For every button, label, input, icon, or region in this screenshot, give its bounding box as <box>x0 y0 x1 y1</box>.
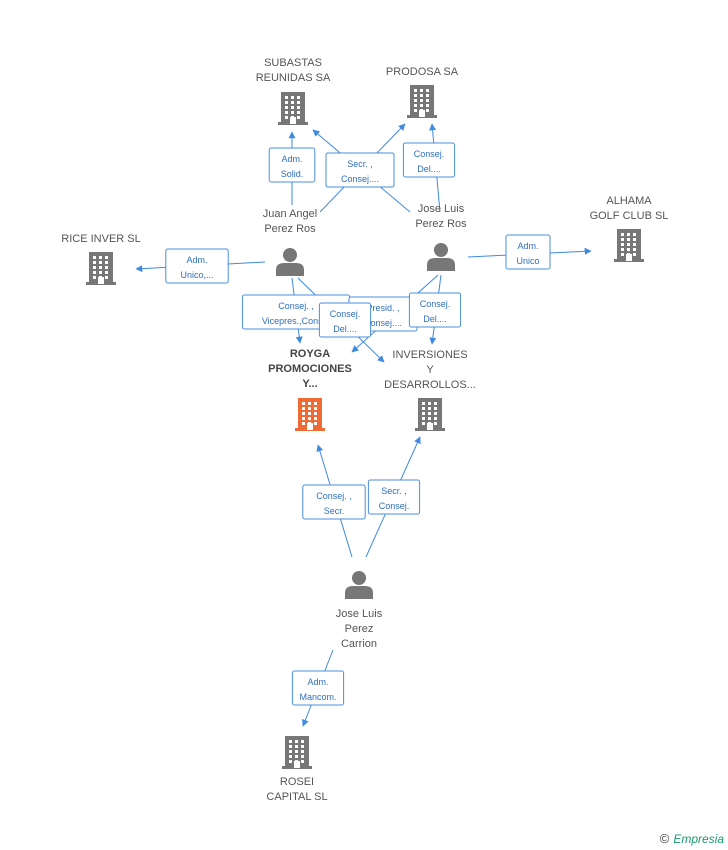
node-label-line: Jose Luis <box>418 203 465 215</box>
footer-brand[interactable]: © Empresia <box>660 831 724 846</box>
node-label-line: GOLF CLUB SL <box>590 210 669 222</box>
node-rice[interactable]: RICE INVER SL <box>61 233 141 285</box>
edge-label-joseros-to-prodosa[interactable]: Consej. Del.... <box>402 142 456 178</box>
edge-label-text: Consej.... <box>341 174 379 184</box>
edge-label-text: Consej. , <box>316 491 352 501</box>
building-icon <box>614 229 644 262</box>
edge-label-text: Consej. <box>379 501 410 511</box>
node-alhama[interactable]: ALHAMA GOLF CLUB SL <box>590 195 669 262</box>
node-royga[interactable]: ROYGA PROMOCIONES Y... <box>268 348 352 431</box>
node-label-line: SUBASTAS <box>264 57 322 69</box>
edge-label-carrion-to-inversiones[interactable]: Secr. , Consej. <box>367 479 421 515</box>
edge-label-joseros-to-alhama[interactable]: Adm. Unico <box>505 234 551 270</box>
brand-logo: Empresia <box>673 831 724 846</box>
person-icon <box>345 571 373 599</box>
edge-label-text: Unico,... <box>180 270 213 280</box>
edge-label-text: Adm. <box>186 255 207 265</box>
person-icon <box>276 248 304 276</box>
node-inversiones[interactable]: INVERSIONES Y DESARROLLOS... <box>384 349 476 431</box>
node-rosei[interactable]: ROSEI CAPITAL SL <box>266 736 328 803</box>
node-label-line: Carrion <box>341 638 377 650</box>
building-icon <box>295 398 325 431</box>
node-label-line: REUNIDAS SA <box>256 72 331 84</box>
person-icon <box>427 243 455 271</box>
edge-label-text: Secr. , <box>347 159 373 169</box>
building-icon <box>86 252 116 285</box>
node-label-line: PROMOCIONES <box>268 363 352 375</box>
edge-label-joseros-to-royga[interactable]: Consej. Del.... <box>318 302 372 338</box>
edge-label-text: Adm. <box>307 677 328 687</box>
node-prodosa[interactable]: PRODOSA SA <box>386 66 459 118</box>
node-label-line: Perez <box>345 623 374 635</box>
node-label-line: ROYGA <box>290 348 330 360</box>
copyright-icon: © <box>659 831 670 846</box>
edge-label-text: Consej. , <box>278 301 314 311</box>
edge-label-text: Del.... <box>417 164 441 174</box>
node-label-line: CAPITAL SL <box>266 791 327 803</box>
building-icon <box>282 736 312 769</box>
node-label-line: INVERSIONES <box>392 349 467 361</box>
edge-label-text: Unico <box>516 256 539 266</box>
edges-layer <box>135 123 592 727</box>
edge-label-text: Secr. , <box>381 486 407 496</box>
edge-label-carrion-to-rosei[interactable]: Adm. Mancom. <box>291 670 345 706</box>
building-icon <box>407 85 437 118</box>
node-label-line: Perez Ros <box>264 223 316 235</box>
node-label-line: Perez Ros <box>415 218 467 230</box>
node-label-line: ROSEI <box>280 776 314 788</box>
edge-label-joseros-to-inversiones[interactable]: Consej. Del.... <box>408 292 462 328</box>
edge-label-carrion-to-royga[interactable]: Consej. , Secr. <box>302 484 366 520</box>
edge-label-text: Solid. <box>281 169 304 179</box>
node-label-line: Juan Angel <box>263 208 317 220</box>
edge-label-text: Adm. <box>281 154 302 164</box>
edge-label-text: Consej. <box>330 309 361 319</box>
edge-label-juan-to-subastas[interactable]: Adm. Solid. <box>268 147 316 183</box>
node-label-line: Y <box>426 364 434 376</box>
edge-label-text: Del.... <box>423 314 447 324</box>
edge-label-text: Consej. <box>420 299 451 309</box>
node-subastas[interactable]: SUBASTAS REUNIDAS SA <box>256 57 331 125</box>
node-label-line: Y... <box>302 378 317 390</box>
edge-label-juan-to-rice[interactable]: Adm. Unico,... <box>165 248 229 284</box>
node-label-line: PRODOSA SA <box>386 66 459 78</box>
edge-labels-layer: Adm. Solid. Secr. , Consej.... Secr. , Consej… <box>165 142 551 706</box>
building-icon <box>278 92 308 125</box>
node-label-line: RICE INVER SL <box>61 233 140 245</box>
edge-label-text: Secr. <box>324 506 345 516</box>
edge-label-text: Presid. , <box>366 303 399 313</box>
node-label-line: DESARROLLOS... <box>384 379 476 391</box>
edge-label-text: Mancom. <box>299 692 336 702</box>
edge-label-text: Consej.... <box>364 318 402 328</box>
building-icon <box>415 398 445 431</box>
edge-label-text: Consej. <box>414 149 445 159</box>
edge-label-text: Vicepres.,Cons... <box>262 316 330 326</box>
edge-label-text: Del.... <box>333 324 357 334</box>
node-label-line: ALHAMA <box>606 195 652 207</box>
edge-label-text: Adm. <box>517 241 538 251</box>
edge-label-juan-to-prodosa[interactable]: Secr. , Consej.... <box>325 152 395 188</box>
nodes-layer: SUBASTAS REUNIDAS SA PRODOSA SA RICE INVER … <box>61 57 668 803</box>
node-label-line: Jose Luis <box>336 608 383 620</box>
